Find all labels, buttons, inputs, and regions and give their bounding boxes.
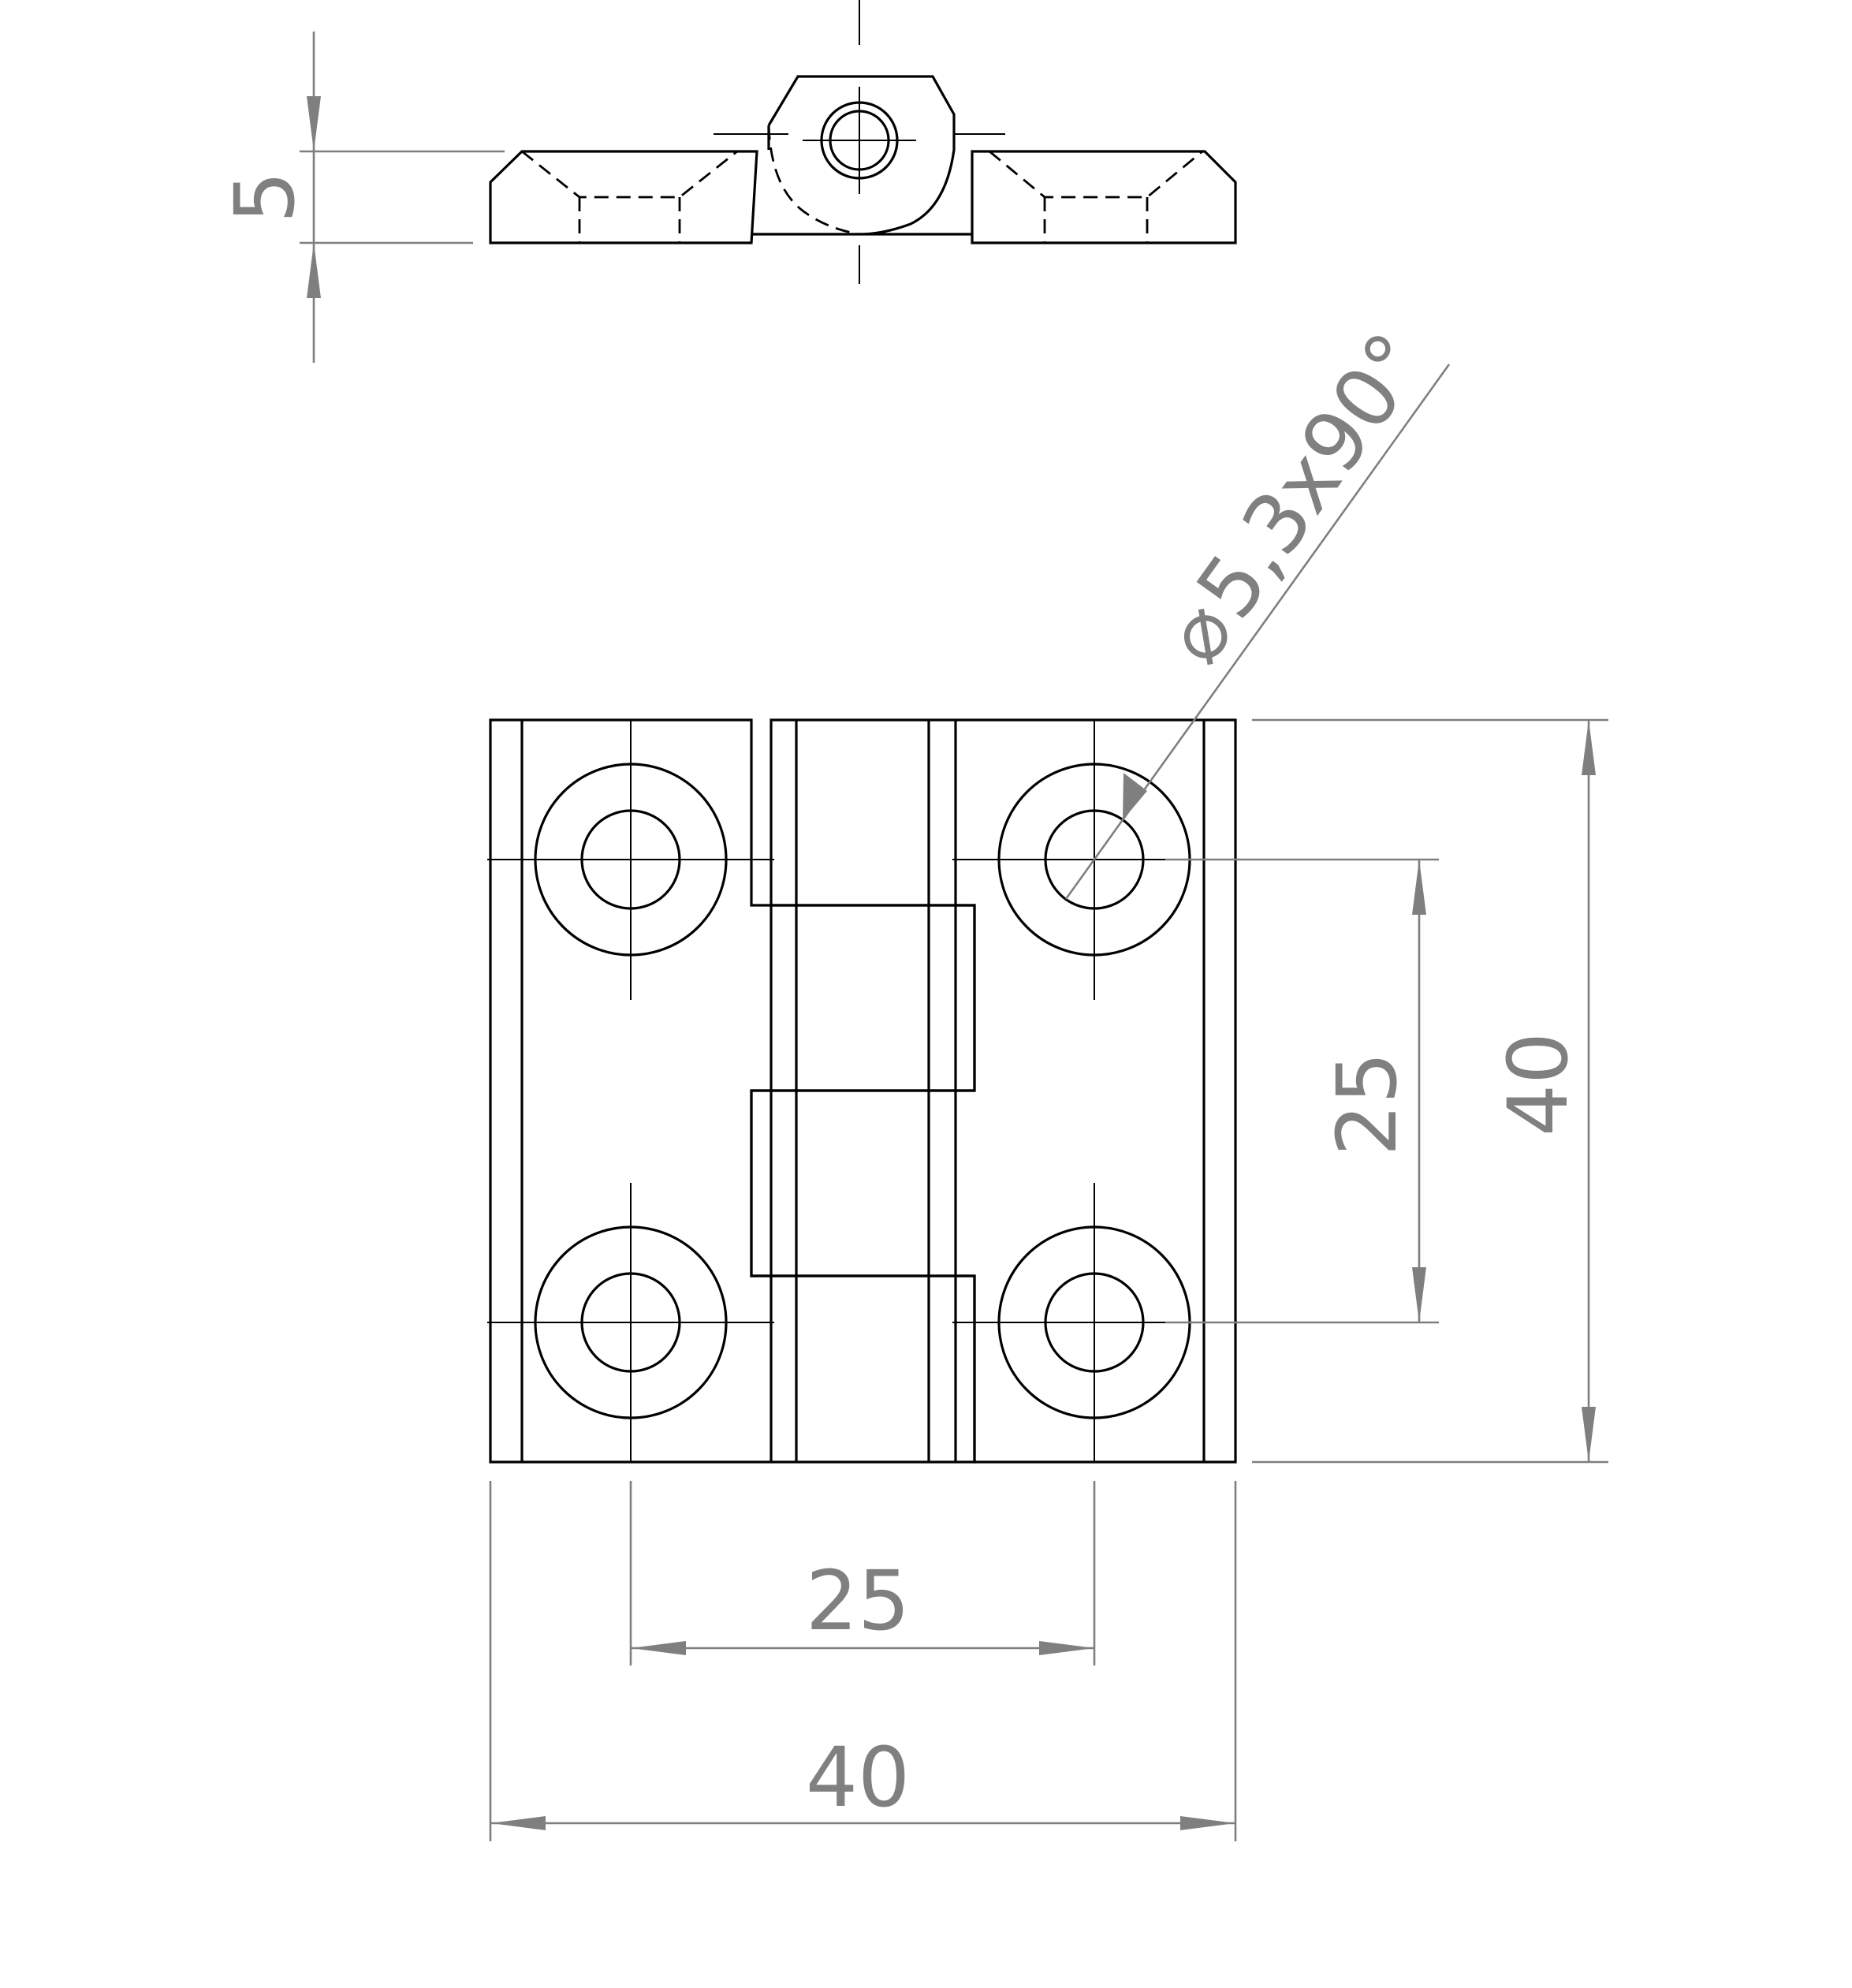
dimension-hole-spacing-horizontal: 25 (629, 1481, 1096, 1665)
top-view-countersink-right (989, 150, 1203, 243)
dimension-overall-width-label: 40 (806, 1729, 910, 1826)
top-view-right-leaf (971, 150, 1237, 244)
dimension-hole-spacing-vertical-label: 25 (1319, 1052, 1415, 1156)
top-view-centerlines (714, 0, 1005, 284)
top-view-knuckle (751, 75, 972, 236)
top-view-left-leaf (489, 150, 758, 244)
dimension-hole-spacing-vertical: 25 (1165, 858, 1439, 1324)
front-view-edge-lines (520, 720, 1205, 1462)
dimension-overall-width: 40 (489, 1481, 1237, 1841)
hole-callout: ⌀ 5,3x90° (1064, 315, 1451, 900)
dimension-hole-spacing-horizontal-label: 25 (806, 1553, 910, 1649)
dimension-overall-height: 40 (1252, 718, 1608, 1464)
dimension-overall-height-label: 40 (1490, 1032, 1586, 1136)
front-view (487, 718, 1237, 1464)
dimension-thickness: 5 (217, 32, 505, 363)
top-view-countersink-left (521, 150, 738, 243)
top-view-hidden-pin-arc (767, 125, 860, 236)
hole-callout-label: 5,3x90° (1178, 315, 1445, 635)
dimension-thickness-label: 5 (217, 171, 313, 223)
front-view-right-leaf (750, 718, 1237, 1464)
top-view (489, 0, 1237, 284)
